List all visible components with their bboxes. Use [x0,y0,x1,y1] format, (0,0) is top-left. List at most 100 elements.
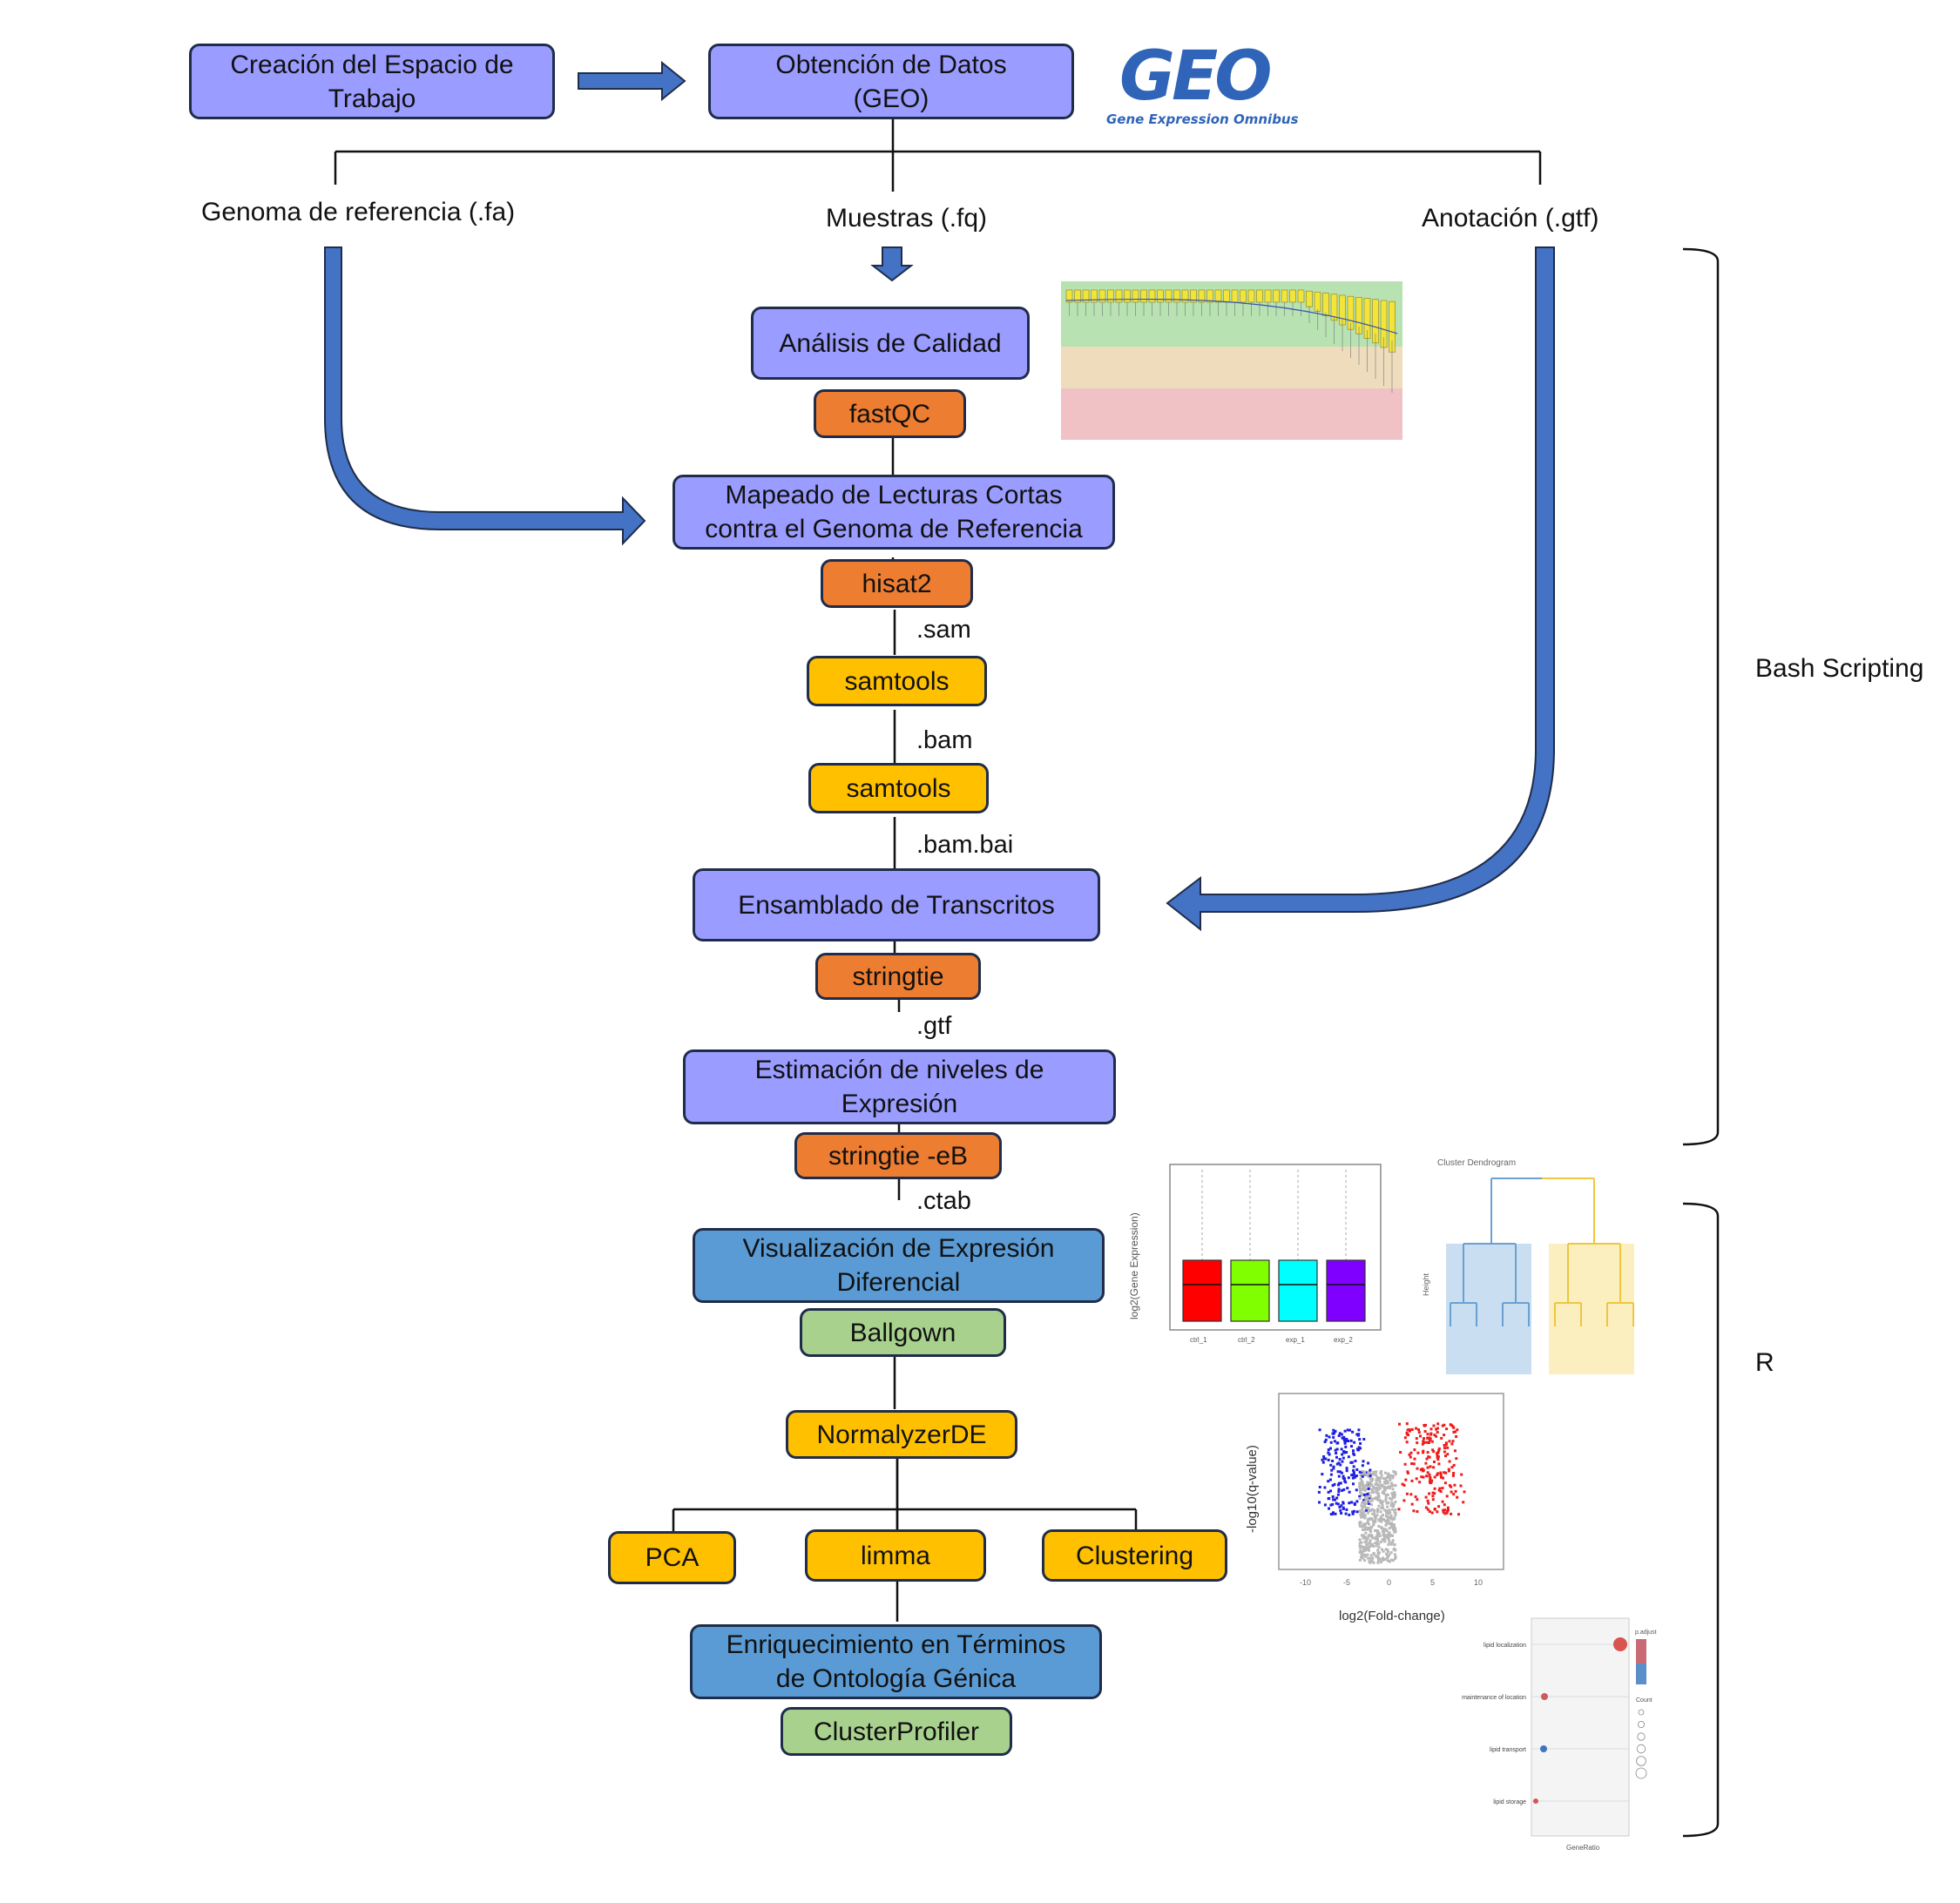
volcano-point [1386,1511,1389,1515]
volcano-point [1357,1433,1361,1436]
volcano-point [1389,1558,1393,1562]
data-source-line-1: Obtención de Datos [775,50,1007,79]
volcano-point [1362,1549,1365,1553]
volcano-point [1433,1461,1436,1463]
data-source-line-2: (GEO) [853,84,929,113]
volcano-point [1382,1535,1386,1538]
volcano-point [1456,1495,1459,1499]
volcano-point [1362,1528,1364,1531]
volcano-point [1359,1489,1362,1493]
estimation-line-1: Estimación de niveles de [754,1056,1044,1084]
volcano-point [1369,1542,1372,1546]
volcano-point [1318,1501,1321,1504]
volcano-point [1373,1513,1376,1516]
volcano-point [1359,1477,1362,1481]
volcano-point [1363,1522,1367,1526]
volcano-point [1390,1501,1394,1505]
volcano-point [1334,1512,1337,1515]
volcano-point [1332,1465,1335,1468]
volcano-point [1323,1441,1327,1443]
volcano-point [1344,1512,1348,1515]
volcano-point [1401,1482,1404,1486]
volcano-point [1379,1501,1382,1504]
volcano-point [1372,1490,1375,1494]
volcano-point [1372,1473,1375,1476]
volcano-point [1388,1496,1391,1500]
volcano-point [1337,1481,1341,1485]
volcano-point [1342,1507,1345,1510]
volcano-point [1384,1509,1388,1513]
volcano-point [1327,1490,1330,1494]
quality-per-base-boxes [1065,289,1398,393]
fastqc-tool-box: fastQC [814,389,966,438]
volcano-point [1394,1549,1397,1552]
mapping-line-1: Mapeado de Lecturas Cortas [725,481,1063,509]
boxplot-box [1182,1259,1222,1322]
enrichment-line-2: de Ontología Génica [775,1664,1017,1693]
dotplot-term-label: maintenance of location [1462,1695,1526,1701]
bai-extension-label: .bam.bai [916,831,1014,859]
volcano-point [1375,1479,1378,1482]
volcano-point [1386,1516,1389,1520]
quality-zone-ok [1061,347,1402,388]
volcano-point [1394,1500,1397,1503]
volcano-point [1342,1450,1345,1454]
volcano-point [1377,1478,1381,1481]
volcano-point [1414,1495,1417,1499]
volcano-point [1323,1486,1327,1489]
volcano-point [1365,1508,1369,1512]
samtools-box-2: samtools [808,763,989,813]
volcano-point [1382,1528,1386,1532]
volcano-point [1426,1433,1429,1436]
volcano-point [1380,1470,1383,1474]
volcano-point [1372,1485,1375,1488]
volcano-point [1382,1532,1386,1535]
visualization-line-2: Diferencial [836,1268,961,1297]
volcano-point [1447,1468,1450,1471]
volcano-point [1359,1474,1362,1477]
volcano-point [1335,1501,1338,1505]
volcano-point [1452,1472,1456,1474]
volcano-point [1389,1534,1392,1537]
volcano-point [1375,1514,1379,1517]
volcano-point [1358,1438,1362,1441]
volcano-point [1362,1472,1366,1475]
volcano-point [1369,1503,1373,1507]
quality-box [1214,289,1222,303]
volcano-point [1330,1468,1334,1472]
volcano-point [1415,1437,1418,1441]
clusterprofiler-tool-box: ClusterProfiler [781,1707,1012,1756]
volcano-point [1389,1551,1393,1555]
volcano-point [1341,1488,1344,1492]
pca-label: PCA [645,1543,700,1572]
volcano-point [1375,1531,1379,1535]
volcano-point [1377,1532,1381,1535]
volcano-point [1358,1509,1362,1513]
volcano-point [1456,1428,1459,1432]
volcano-point [1433,1434,1436,1437]
volcano-ylabel: -log10(q-value) [1245,1445,1260,1533]
volcano-point [1390,1484,1394,1488]
volcano-point [1374,1517,1377,1521]
volcano-point [1384,1477,1388,1481]
volcano-point [1366,1528,1369,1531]
volcano-point [1318,1486,1321,1488]
volcano-point [1379,1517,1382,1521]
volcano-point [1369,1544,1373,1548]
volcano-point [1384,1548,1388,1551]
volcano-point [1432,1450,1436,1454]
volcano-point [1336,1470,1340,1474]
volcano-point [1428,1439,1431,1442]
volcano-point [1385,1552,1388,1555]
volcano-point [1386,1559,1389,1562]
volcano-point [1333,1482,1336,1486]
volcano-point [1367,1474,1370,1478]
volcano-point [1380,1520,1383,1523]
volcano-point [1445,1427,1449,1431]
volcano-point [1437,1448,1441,1452]
stringtie-eb-tool-box: stringtie -eB [794,1132,1002,1179]
volcano-point [1358,1544,1362,1548]
volcano-point [1354,1460,1357,1462]
